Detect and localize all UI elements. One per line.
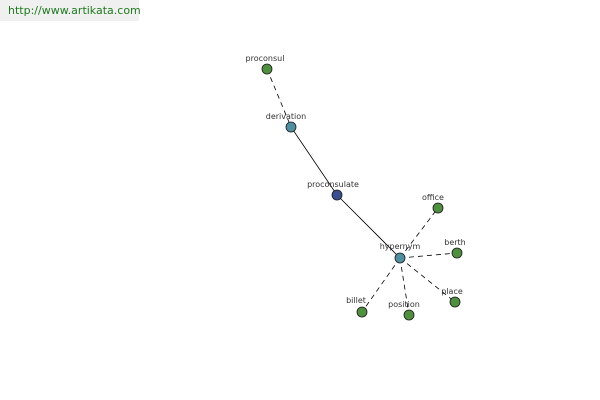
node-label-place[interactable]: place	[441, 287, 463, 296]
edge-proconsulate-hypernym	[336, 194, 401, 259]
node-label-derivation[interactable]: derivation	[266, 112, 306, 121]
node-label-berth[interactable]: berth	[444, 238, 466, 247]
node-label-billet[interactable]: billet	[346, 296, 366, 305]
edge-hypernym-place	[399, 257, 456, 303]
node-berth[interactable]	[451, 247, 463, 259]
node-derivation[interactable]	[285, 121, 297, 133]
node-label-hypernym[interactable]: hypernym	[380, 242, 421, 251]
node-office[interactable]	[432, 202, 444, 214]
node-label-proconsulate[interactable]: proconsulate	[307, 180, 359, 189]
node-place[interactable]	[449, 296, 461, 308]
edge-proconsul-derivation	[266, 68, 292, 128]
source-bar: http://www.artikata.com	[0, 0, 141, 21]
edge-hypernym-billet	[361, 257, 401, 313]
node-label-proconsul[interactable]: proconsul	[246, 54, 285, 63]
edge-derivation-proconsulate	[290, 126, 338, 196]
node-billet[interactable]	[356, 306, 368, 318]
node-label-office[interactable]: office	[422, 193, 444, 202]
graph-labels: proconsul derivation proconsulate hypernym o…	[246, 54, 466, 309]
node-position[interactable]	[403, 309, 415, 321]
node-hypernym[interactable]	[394, 252, 406, 264]
node-label-position[interactable]: position	[388, 300, 420, 309]
edge-hypernym-berth	[399, 252, 458, 259]
node-proconsul[interactable]	[261, 63, 273, 75]
graph-edges	[266, 68, 458, 316]
edge-hypernym-position	[399, 257, 410, 316]
graph-nodes	[261, 63, 463, 321]
source-link[interactable]: http://www.artikata.com	[8, 4, 141, 17]
edge-hypernym-office	[399, 207, 439, 259]
node-proconsulate[interactable]	[331, 189, 343, 201]
